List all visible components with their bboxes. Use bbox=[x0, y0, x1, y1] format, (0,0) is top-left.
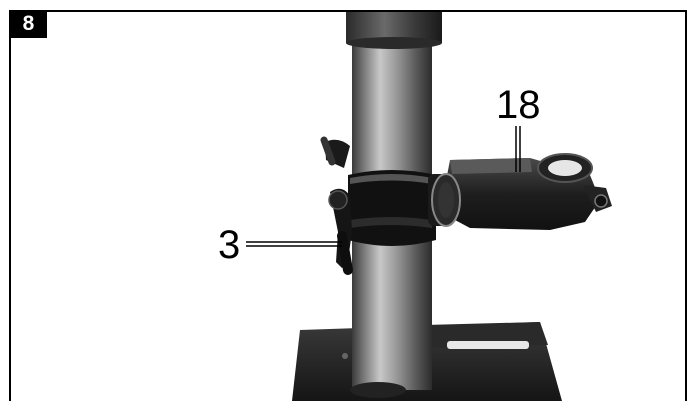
frame-border-left bbox=[9, 10, 11, 401]
table-support-arm bbox=[440, 153, 612, 230]
figure-number-badge: 8 bbox=[10, 10, 47, 38]
callout-leader-3 bbox=[246, 241, 342, 247]
frame-border-top bbox=[9, 10, 687, 12]
clamp-collar bbox=[348, 170, 461, 246]
locking-handle bbox=[320, 136, 353, 275]
base-slot bbox=[447, 341, 529, 349]
frame-border-right bbox=[685, 10, 687, 401]
callout-leader-18 bbox=[515, 126, 521, 172]
callout-label-18: 18 bbox=[496, 83, 541, 127]
callout-label-3: 3 bbox=[218, 223, 240, 267]
top-collar bbox=[346, 11, 442, 49]
